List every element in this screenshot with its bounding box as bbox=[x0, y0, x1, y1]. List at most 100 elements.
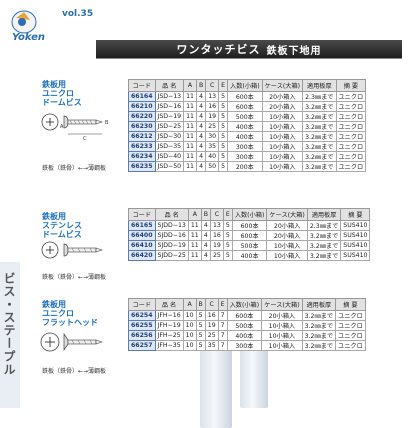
product-code-cell: 66410 bbox=[128, 240, 156, 251]
side-strip bbox=[0, 262, 20, 408]
section-label-line: 鉄板用 bbox=[42, 80, 66, 89]
table-cell: 13 bbox=[205, 91, 220, 102]
category-side-title: ビス・ステープル bbox=[2, 272, 16, 376]
table-cell: 25 bbox=[210, 250, 224, 261]
section-label-stainless-dome: 鉄板用 ステンレス ドームビス bbox=[42, 212, 82, 239]
product-code-cell: 66220 bbox=[128, 111, 156, 122]
table-cell: 11 bbox=[187, 220, 202, 231]
col-header: A bbox=[183, 79, 197, 92]
table-cell: SUS410 bbox=[340, 220, 371, 231]
table-cell: 400本 bbox=[227, 121, 263, 132]
table-cell: 5 bbox=[218, 151, 229, 162]
section-label-uni-flat: 鉄板用 ユニクロ フラットヘッド bbox=[42, 300, 98, 327]
table-cell: 10小箱入 bbox=[266, 250, 308, 261]
table-cell: 5 bbox=[218, 161, 229, 172]
table-cell: 300本 bbox=[227, 141, 263, 152]
table-cell: 11 bbox=[183, 131, 197, 142]
section-label-uni-dome: 鉄板用 ユニクロ ドームビス bbox=[42, 80, 82, 107]
table-cell: 19 bbox=[210, 240, 224, 251]
table-cell: SUS410 bbox=[340, 240, 371, 251]
col-header: コード bbox=[128, 298, 156, 311]
product-name-cell: JSD−40 bbox=[154, 151, 185, 162]
table-cell: 400本 bbox=[226, 330, 263, 341]
table-cell: 300本 bbox=[227, 151, 263, 162]
table-cell: 5 bbox=[222, 220, 233, 231]
table-cell: 5 bbox=[218, 111, 229, 122]
col-header: 入数(小箱) bbox=[231, 208, 268, 221]
table-cell: 5 bbox=[195, 330, 206, 341]
table-cell: 3.2㎜まで bbox=[302, 111, 337, 122]
product-name-cell: JSD−50 bbox=[154, 161, 185, 172]
table-cell: 2.3㎜まで bbox=[306, 220, 342, 231]
table-cell: 4 bbox=[200, 250, 212, 261]
product-name-cell: JFH−16 bbox=[154, 310, 184, 321]
product-code-cell: 66400 bbox=[128, 230, 156, 241]
volume-label: vol.35 bbox=[62, 9, 94, 19]
table-cell: ユニクロ bbox=[335, 340, 366, 351]
table-cell: 5 bbox=[218, 121, 229, 132]
table-cell: SUS410 bbox=[340, 250, 371, 261]
col-header: 摘 要 bbox=[335, 298, 366, 311]
table-cell: 11 bbox=[183, 151, 197, 162]
table-cell: 16 bbox=[205, 101, 220, 112]
table-cell: 11 bbox=[183, 91, 197, 102]
table-cell: 7 bbox=[217, 310, 228, 321]
section-label-line: ユニクロ bbox=[42, 309, 74, 318]
table-cell: 4 bbox=[195, 121, 207, 132]
table-cell: 3.2㎜まで bbox=[301, 310, 337, 321]
section-label-line: 鉄板用 bbox=[42, 300, 66, 309]
table-cell: 5 bbox=[218, 141, 229, 152]
product-name-cell: JFH−19 bbox=[154, 320, 184, 331]
section-label-line: ステンレス bbox=[42, 221, 82, 230]
table-cell: 50 bbox=[205, 161, 220, 172]
table-cell: 19 bbox=[204, 320, 219, 331]
table-cell: ユニクロ bbox=[335, 330, 366, 341]
product-name-cell: JSD−35 bbox=[154, 141, 185, 152]
table-cell: 600本 bbox=[227, 91, 263, 102]
table-cell: 3.2㎜まで bbox=[302, 101, 337, 112]
product-code-cell: 66256 bbox=[128, 330, 156, 341]
table-cell: 5 bbox=[222, 240, 233, 251]
svg-text:C: C bbox=[83, 136, 87, 142]
table-cell: 10小箱入 bbox=[261, 320, 303, 331]
table-cell: 10小箱入 bbox=[261, 151, 304, 162]
table-cell: 7 bbox=[217, 340, 228, 351]
table-cell: 10小箱入 bbox=[266, 240, 308, 251]
col-header: E bbox=[217, 298, 228, 311]
section-label-line: ユニクロ bbox=[42, 89, 74, 98]
table-cell: 3.2㎜まで bbox=[306, 240, 342, 251]
col-header: B bbox=[195, 298, 206, 311]
material-note: 鉄板（鉄骨）←→薄鋼板 bbox=[42, 165, 107, 172]
table-cell: 4 bbox=[195, 111, 207, 122]
table-cell: 500本 bbox=[226, 320, 263, 331]
section-label-line: ドームビス bbox=[42, 98, 82, 107]
table-cell: 7 bbox=[217, 330, 228, 341]
table-cell: 30 bbox=[205, 131, 220, 142]
table-cell: 16 bbox=[204, 310, 219, 321]
title-divider bbox=[96, 58, 402, 59]
table-cell: 4 bbox=[200, 220, 212, 231]
table-cell: 35 bbox=[205, 141, 220, 152]
product-code-cell: 66233 bbox=[128, 141, 156, 152]
table-cell: 3.2㎜まで bbox=[301, 330, 337, 341]
table-cell: 10小箱入 bbox=[261, 340, 303, 351]
table-cell: 2.3㎜まで bbox=[302, 91, 337, 102]
product-name-cell: SJDD−13 bbox=[154, 220, 189, 231]
table-cell: ユニクロ bbox=[335, 101, 367, 112]
table-cell: 4 bbox=[195, 141, 207, 152]
table-cell: ユニクロ bbox=[335, 111, 367, 122]
table-cell: 11 bbox=[187, 250, 202, 261]
svg-text:A: A bbox=[60, 124, 64, 130]
svg-text:Yoken: Yoken bbox=[12, 32, 45, 43]
table-cell: 11 bbox=[187, 240, 202, 251]
col-header: 品 名 bbox=[154, 298, 184, 311]
product-name-cell: SJDD−25 bbox=[154, 250, 189, 261]
dome-screw-drawing: A C B bbox=[41, 113, 109, 142]
